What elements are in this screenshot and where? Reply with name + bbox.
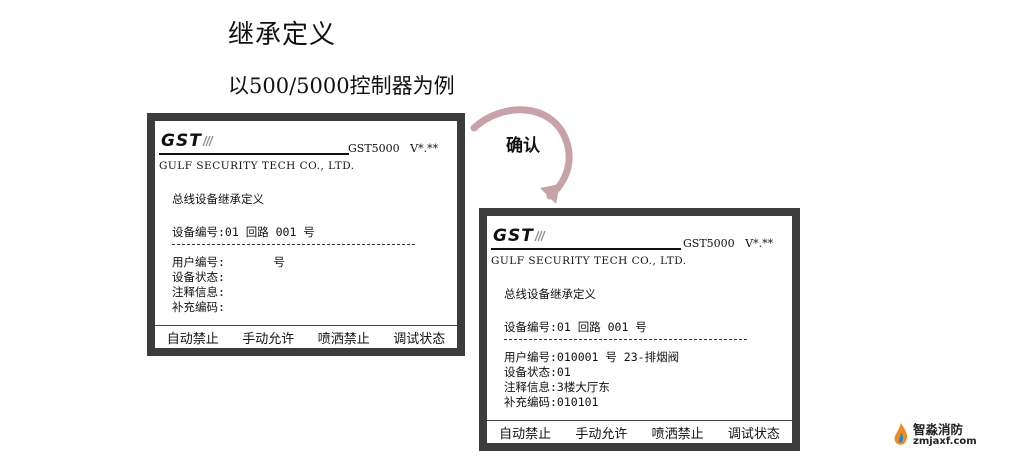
company-name: GULF SECURITY TECH CO., LTD. <box>491 255 687 267</box>
version-label: V*.** <box>745 237 774 250</box>
softkey-spray-disable[interactable]: 喷洒禁止 <box>651 426 704 442</box>
field-annotation: 注释信息: <box>172 285 225 299</box>
softkey-manual-allow[interactable]: 手动允许 <box>575 426 628 442</box>
separator-line <box>504 339 747 340</box>
softkey-bar: 自动禁止 手动允许 喷洒禁止 调试状态 <box>155 325 457 348</box>
softkey-auto-disable[interactable]: 自动禁止 <box>499 426 552 442</box>
device-number-line: 设备编号:01 回路 001 号 <box>504 320 647 334</box>
lcd-screen-before: GST GST5000 V*.** GULF SECURITY TECH CO.… <box>155 121 457 348</box>
brand-watermark: 智淼消防 zmjaxf.com <box>892 418 1002 458</box>
field-user-number: 用户编号: 号 <box>172 255 285 269</box>
model-label: GST5000 V*.** <box>683 237 774 250</box>
field-annotation: 注释信息:3楼大厅东 <box>504 380 610 394</box>
brand-site: zmjaxf.com <box>913 436 977 447</box>
field-device-status: 设备状态:01 <box>504 365 571 379</box>
controller-panel-before: GST GST5000 V*.** GULF SECURITY TECH CO.… <box>147 113 465 356</box>
page-subheading: 以500/5000控制器为例 <box>228 74 455 98</box>
lcd-screen-after: GST GST5000 V*.** GULF SECURITY TECH CO.… <box>487 216 792 443</box>
softkey-debug-status[interactable]: 调试状态 <box>393 331 446 347</box>
logo-underline <box>491 248 681 250</box>
device-number-line: 设备编号:01 回路 001 号 <box>172 225 315 239</box>
brand-name: 智淼消防 <box>913 422 964 437</box>
softkey-spray-disable[interactable]: 喷洒禁止 <box>317 331 370 347</box>
page-heading: 继承定义 <box>228 20 337 50</box>
field-user-number: 用户编号:010001 号 23-排烟阀 <box>504 350 680 364</box>
field-device-status: 设备状态: <box>172 270 225 284</box>
softkey-manual-allow[interactable]: 手动允许 <box>242 331 295 347</box>
model-label: GST5000 V*.** <box>348 142 439 155</box>
screen-title: 总线设备继承定义 <box>504 287 596 301</box>
separator-line <box>172 244 415 245</box>
version-label: V*.** <box>410 142 439 155</box>
logo-stripes-icon <box>534 230 546 242</box>
curved-arrow-icon <box>470 106 573 204</box>
gst-logo: GST <box>493 226 534 246</box>
softkey-auto-disable[interactable]: 自动禁止 <box>166 331 219 347</box>
logo-underline <box>159 153 349 155</box>
company-name: GULF SECURITY TECH CO., LTD. <box>159 160 355 172</box>
softkey-bar: 自动禁止 手动允许 喷洒禁止 调试状态 <box>487 420 792 443</box>
confirm-label: 确认 <box>506 136 540 156</box>
softkey-debug-status[interactable]: 调试状态 <box>727 426 780 442</box>
field-supplement-code: 补充编码: <box>172 300 225 314</box>
flame-logo-icon <box>894 423 908 445</box>
logo-stripes-icon <box>202 135 214 147</box>
field-supplement-code: 补充编码:010101 <box>504 395 599 409</box>
screen-title: 总线设备继承定义 <box>172 192 264 206</box>
controller-panel-after: GST GST5000 V*.** GULF SECURITY TECH CO.… <box>479 208 800 451</box>
gst-logo: GST <box>161 131 202 151</box>
